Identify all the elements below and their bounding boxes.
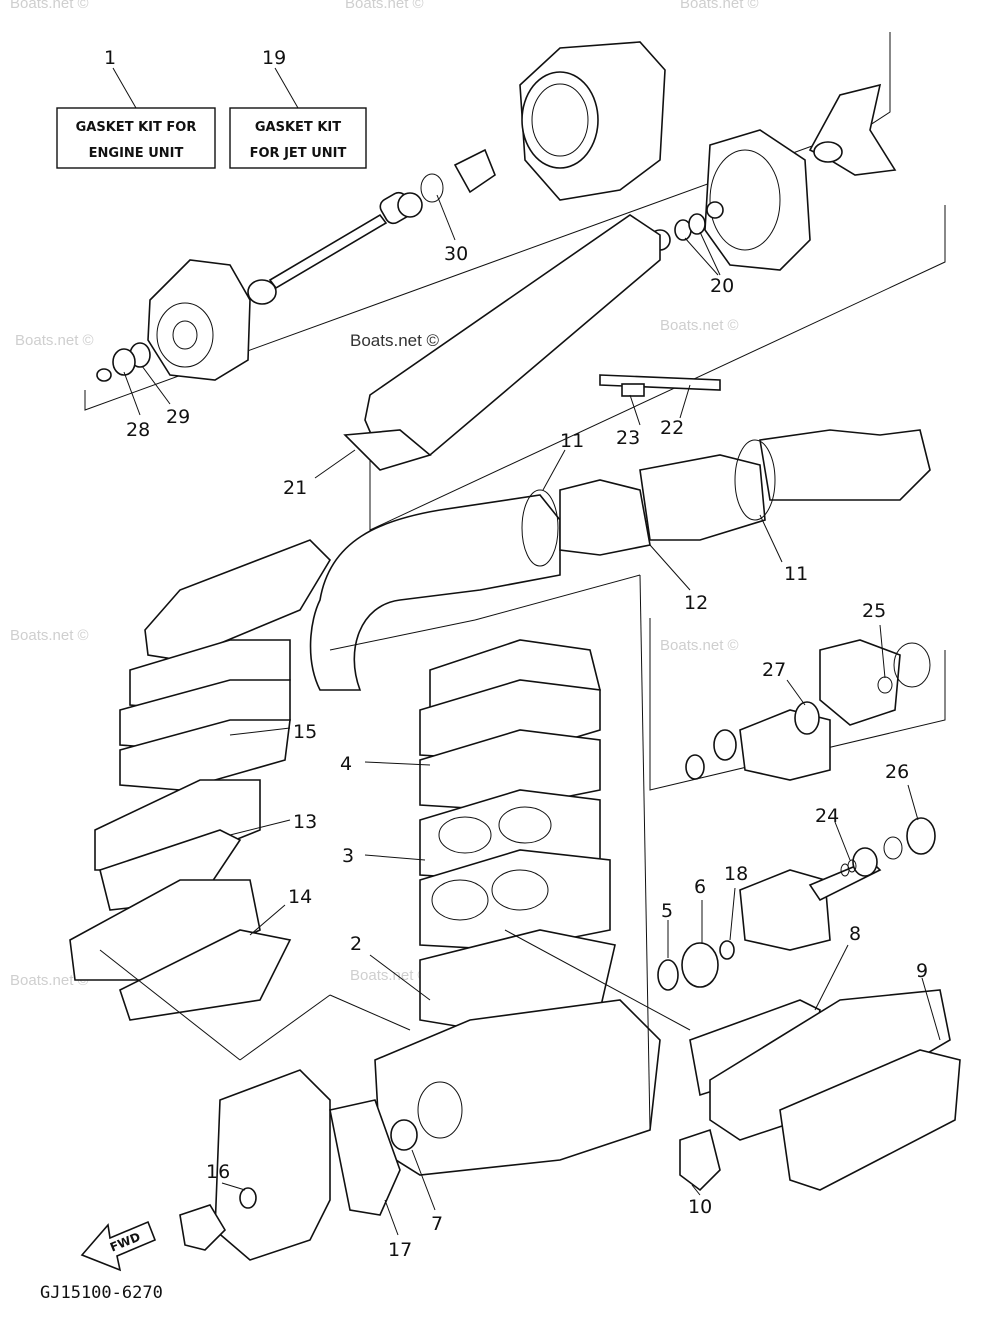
watermark: Boats.net © [10,627,89,644]
callout-label: 28 [126,419,150,441]
leader-line [112,67,137,109]
bracket [179,1204,227,1251]
bearing [247,279,277,305]
o-ring [893,642,931,688]
callout-label: 17 [388,1239,412,1261]
callout-label: 8 [849,923,861,945]
gasket-11b [734,439,776,521]
watermark: Boats.net © [345,0,424,12]
kit-jet-line2: FOR JET UNIT [250,146,347,161]
callout-label: 24 [815,805,839,827]
gasket-14 [119,929,292,1021]
callout-label: 5 [661,900,673,922]
callout-label: 29 [166,406,190,428]
seal-16 [239,1187,257,1209]
watermark: Boats.net © [15,332,94,349]
leader-lines [99,194,941,1236]
callout-label: 15 [293,721,317,743]
o-ring-30 [420,173,444,203]
watermark: Boats.net © [660,317,739,334]
callout-label: 1 [104,47,116,69]
patch-23 [621,383,645,397]
exhaust-manifold [679,989,961,1192]
fwd-arrow: FWD [80,1220,157,1272]
pump-housing [704,129,811,271]
callout-label: 11 [784,563,808,585]
callout-label: 18 [724,863,748,885]
callout-label: 26 [885,761,909,783]
drive-shaft [247,148,496,305]
intake-gasket-21 [343,429,432,471]
strip-22 [599,374,721,391]
gasket-kit-jet: GASKET KIT FOR JET UNIT 19 [229,47,367,169]
callout-label: 6 [694,876,706,898]
group-boundary-intake [369,205,946,531]
crankcase [374,999,661,1176]
seal-28 [112,348,136,376]
cap [706,201,724,219]
leader-line [274,67,299,109]
gasket-9 [779,1049,961,1191]
callout-label: 21 [283,477,307,499]
bearing-27 [794,701,820,735]
watermark-group: Boats.net © Boats.net © Boats.net © Boat… [10,0,759,989]
rear-housing [96,259,251,382]
seal-20b [688,213,706,235]
seal-5 [657,959,679,991]
jet-nozzle [519,41,666,201]
kit-engine-line2: ENGINE UNIT [89,146,184,161]
callout-label: 22 [660,417,684,439]
gasket-17 [329,1099,401,1216]
watermark: Boats.net © [10,0,89,12]
watermark: Boats.net © [10,972,89,989]
diagram-part-number: GJ15100-6270 [40,1283,163,1303]
watermark: Boats.net © [350,967,429,984]
exhaust-pipe [309,429,931,691]
bearing-housing [453,148,496,194]
oil-seal-7 [390,1119,418,1151]
callout-label: 10 [688,1196,712,1218]
callout-label: 12 [684,592,708,614]
washer-18 [719,940,735,960]
callout-label: 13 [293,811,317,833]
watermark: Boats.net © [350,331,440,350]
kit-jet-line1: GASKET KIT [255,120,341,135]
callout-label: 3 [342,845,354,867]
callout-label: 11 [560,430,584,452]
callout-label: 16 [206,1161,230,1183]
callout-label: 14 [288,886,312,908]
callout-label: 7 [431,1213,443,1235]
callout-label: 19 [262,47,286,69]
impeller [808,83,897,176]
intake-duct [343,214,721,471]
muffler [144,539,332,661]
washer [96,368,112,382]
watermark: Boats.net © [660,637,739,654]
watermark: Boats.net © [680,0,759,12]
callout-label: 23 [616,427,640,449]
bearing-6 [681,942,719,988]
callout-label: 9 [916,960,928,982]
callout-label: 20 [710,275,734,297]
kit-engine-line1: GASKET KIT FOR [76,120,197,135]
gasket-10 [679,1128,721,1192]
bearing-assy [685,639,931,781]
bearing-26 [906,817,936,855]
cylinder-head [419,639,616,1031]
gasket-12 [559,479,651,556]
intake-manifold-stack [69,639,292,1021]
crank-stub [739,817,936,951]
callout-label: 4 [340,753,352,775]
callout-label: 2 [350,933,362,955]
gasket-kit-engine: GASKET KIT FOR ENGINE UNIT 1 [56,47,216,169]
callout-label: 25 [862,600,886,622]
housing-25 [819,639,901,726]
callout-label: 30 [444,243,468,265]
generator-cover [179,1069,401,1261]
gasket-11a [521,489,559,567]
callout-label: 27 [762,659,786,681]
callouts: 30 20 28 29 21 23 22 11 12 11 25 27 15 4… [126,243,928,1261]
